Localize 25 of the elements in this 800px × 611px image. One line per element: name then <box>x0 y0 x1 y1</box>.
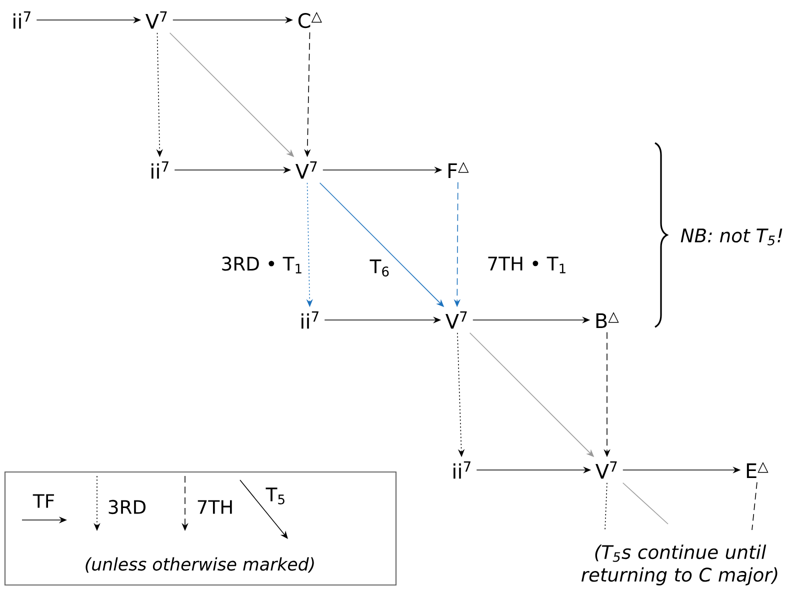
chord-label: V$^{7}$ <box>296 161 317 179</box>
legend-label: 7TH <box>198 500 232 514</box>
chord-label: ii$^{7}$ <box>14 11 30 29</box>
chord-label: V$^{7}$ <box>596 461 617 479</box>
chord-label: C$^{△}$ <box>298 12 322 28</box>
note: (T$_{5}$s continue until returning to C major) <box>582 544 778 586</box>
note: (unless otherwise marked) <box>86 557 314 573</box>
line <box>752 482 758 530</box>
line <box>604 482 608 530</box>
edge-label: 3RD • T$_{1}$ <box>222 256 302 274</box>
legend-label: TF <box>32 494 54 508</box>
edge-label: T$_{6}$ <box>370 260 389 276</box>
legend-label: T$_{5}$ <box>266 488 284 504</box>
chord-label: ii$^{7}$ <box>454 461 470 479</box>
line <box>622 482 668 524</box>
legend-label: 3RD <box>108 500 146 514</box>
edge-label: 7TH • T$_{1}$ <box>488 256 566 274</box>
chord-label: ii$^{7}$ <box>152 161 168 179</box>
chord-label: F$^{△}$ <box>448 162 469 178</box>
chord-label: B$^{△}$ <box>596 312 619 328</box>
chord-label: V$^{7}$ <box>146 11 167 29</box>
note: NB: not T$_{5}$! <box>680 228 782 246</box>
chord-label: ii$^{7}$ <box>302 311 318 329</box>
chord-label: V$^{7}$ <box>446 311 467 329</box>
chord-label: E$^{△}$ <box>746 462 768 478</box>
